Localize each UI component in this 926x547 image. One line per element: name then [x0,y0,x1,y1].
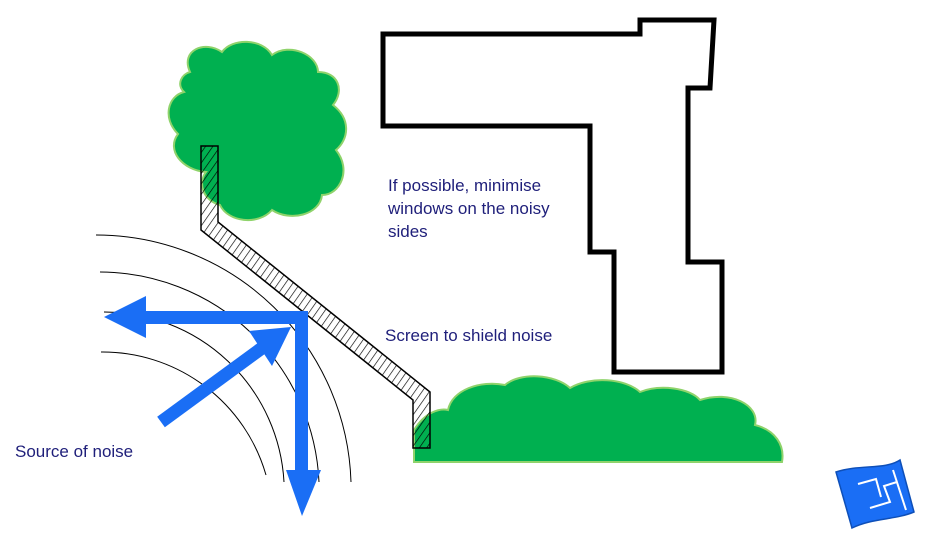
arrow-left-shaft [138,311,306,324]
arrow-down-shaft [295,311,308,481]
noise-screen [200,145,431,449]
windows-note-line2: windows on the noisy [388,199,550,218]
noise-arrows [104,296,321,516]
hedge [413,375,784,463]
tree [167,40,348,222]
arrow-left-head [104,296,146,338]
building [380,17,725,375]
windows-note-line1: If possible, minimise [388,176,542,195]
windows-note-line3: sides [388,222,428,241]
wave-arc-1 [95,234,352,483]
source-label: Source of noise [15,442,134,461]
blueprint-icon [835,458,915,530]
arrow-diagonal-head [249,327,291,366]
screen-label: Screen to shield noise [385,326,553,345]
arrow-diagonal-shaft [157,342,266,428]
arrow-down-head [286,470,321,516]
noise-waves [95,234,352,483]
